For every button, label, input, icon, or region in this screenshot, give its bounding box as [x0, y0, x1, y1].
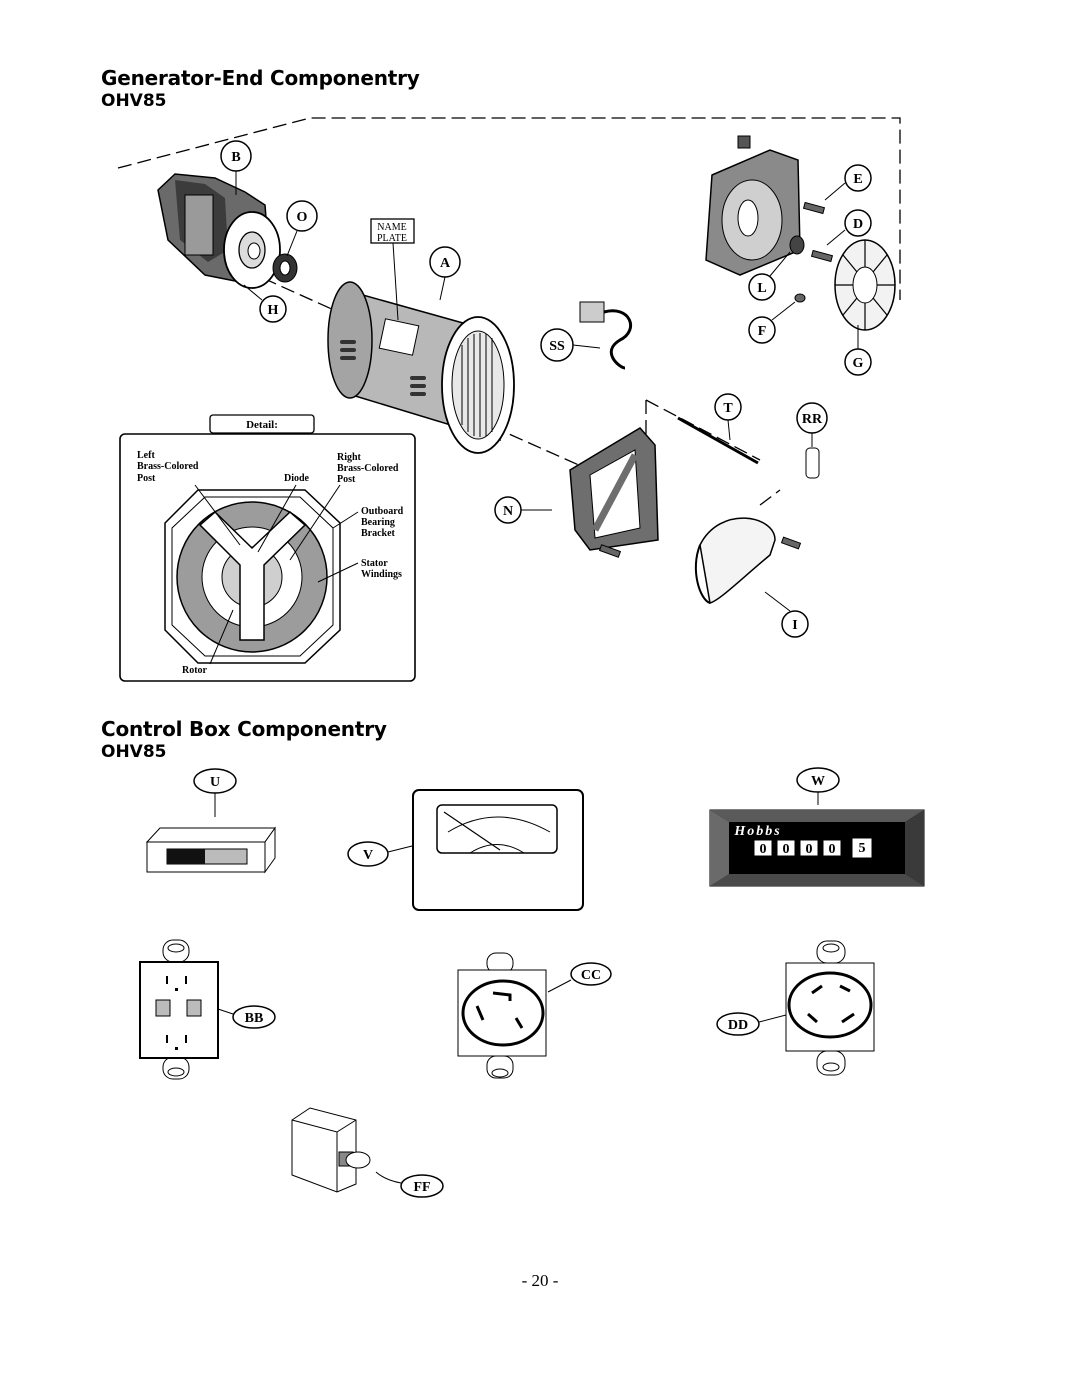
svg-text:0: 0 — [806, 842, 813, 857]
callout-L: L — [748, 251, 791, 301]
callout-U: U — [193, 768, 237, 817]
callout-O: O — [286, 200, 318, 257]
control-section-title: Control Box Componentry — [101, 717, 387, 741]
svg-text:CC: CC — [581, 968, 601, 983]
svg-text:RR: RR — [802, 412, 823, 427]
detail-tab-label: Detail: — [246, 419, 278, 431]
nameplate-callout: NAME PLATE — [370, 218, 415, 321]
bearing-bracket-part — [569, 427, 659, 558]
svg-text:W: W — [811, 774, 825, 789]
svg-text:N: N — [503, 504, 513, 519]
fan-hardware — [789, 201, 834, 303]
svg-text:PLATE: PLATE — [377, 233, 407, 244]
svg-text:Right: Right — [337, 452, 362, 463]
svg-text:Post: Post — [337, 474, 356, 485]
svg-text:Post: Post — [137, 473, 156, 484]
svg-text:FF: FF — [413, 1180, 430, 1195]
callout-DD: DD — [716, 1012, 787, 1036]
bearing-part — [272, 253, 298, 283]
brush-end-assembly — [157, 173, 281, 289]
svg-text:NAME: NAME — [377, 222, 406, 233]
svg-text:5: 5 — [859, 841, 866, 856]
svg-text:Stator: Stator — [361, 558, 388, 569]
svg-text:0: 0 — [783, 842, 790, 857]
rectifier-part — [805, 447, 820, 479]
through-bolt — [677, 416, 759, 465]
svg-text:E: E — [853, 172, 862, 187]
svg-text:U: U — [210, 775, 220, 790]
svg-text:D: D — [853, 217, 863, 232]
end-cover-part — [694, 517, 802, 604]
svg-text:T: T — [723, 401, 733, 416]
callout-I: I — [764, 591, 809, 638]
callout-SS: SS — [540, 328, 601, 362]
svg-text:Outboard: Outboard — [361, 506, 404, 517]
callout-D: D — [826, 209, 872, 246]
generator-section-title: Generator-End Componentry — [101, 66, 420, 90]
hour-meter-brand: Hobbs — [733, 824, 781, 839]
svg-text:Bracket: Bracket — [361, 528, 396, 539]
voltmeter-part — [412, 789, 584, 911]
wiring-harness — [579, 301, 633, 370]
callout-A: A — [429, 246, 461, 301]
svg-text:DD: DD — [728, 1018, 748, 1033]
callout-FF: FF — [375, 1171, 444, 1198]
svg-text:Windings: Windings — [361, 569, 402, 580]
detail-inset: Detail: Left Brass-Colored Post Diode Ri… — [119, 414, 416, 682]
svg-text:V: V — [363, 848, 373, 863]
control-section-model: OHV85 — [101, 742, 167, 762]
callout-B: B — [220, 140, 252, 195]
callout-BB: BB — [217, 1005, 276, 1029]
svg-text:0: 0 — [829, 842, 836, 857]
svg-text:Rotor: Rotor — [182, 665, 208, 676]
generator-exploded-diagram: NAME PLATE — [117, 117, 901, 682]
svg-text:I: I — [792, 618, 797, 633]
svg-text:F: F — [758, 324, 767, 339]
generator-section-model: OHV85 — [101, 91, 167, 111]
hour-meter-part: Hobbs 0 0 0 0 5 — [709, 809, 925, 887]
svg-text:Bearing: Bearing — [361, 517, 395, 528]
svg-text:G: G — [853, 356, 864, 371]
engine-adapter-plate — [705, 135, 801, 276]
svg-text:0: 0 — [760, 842, 767, 857]
callout-V: V — [347, 841, 413, 867]
twist-lock-receptacle-cc — [457, 952, 547, 1079]
callout-E: E — [824, 164, 872, 201]
svg-text:B: B — [231, 150, 240, 165]
svg-text:L: L — [757, 281, 766, 296]
twist-lock-receptacle-dd — [785, 940, 875, 1076]
svg-text:H: H — [268, 303, 279, 318]
circuit-breaker-part — [145, 826, 276, 874]
callout-CC: CC — [547, 962, 612, 993]
stator-housing — [327, 281, 515, 454]
svg-text:Diode: Diode — [284, 473, 310, 484]
svg-text:BB: BB — [245, 1011, 264, 1026]
svg-text:SS: SS — [549, 339, 565, 354]
switch-part — [291, 1107, 371, 1193]
callout-T: T — [714, 393, 742, 441]
callout-F: F — [748, 301, 796, 344]
callout-H: H — [243, 284, 287, 323]
svg-text:Brass-Colored: Brass-Colored — [137, 461, 199, 472]
callout-W: W — [796, 767, 840, 805]
page-number: - 20 - — [521, 1271, 559, 1290]
callout-RR: RR — [796, 402, 828, 447]
duplex-receptacle-part — [139, 939, 219, 1080]
svg-text:O: O — [297, 210, 308, 225]
svg-text:Left: Left — [137, 450, 155, 461]
svg-text:A: A — [440, 256, 451, 271]
callout-G: G — [844, 325, 872, 376]
callout-N: N — [494, 496, 552, 524]
fan-part — [834, 239, 896, 331]
generator-callouts: B O H A SS E D L F G T RR N I — [220, 140, 872, 638]
control-box-diagram: U V Hobbs 0 0 0 0 5 W — [139, 767, 925, 1198]
svg-text:Brass-Colored: Brass-Colored — [337, 463, 399, 474]
